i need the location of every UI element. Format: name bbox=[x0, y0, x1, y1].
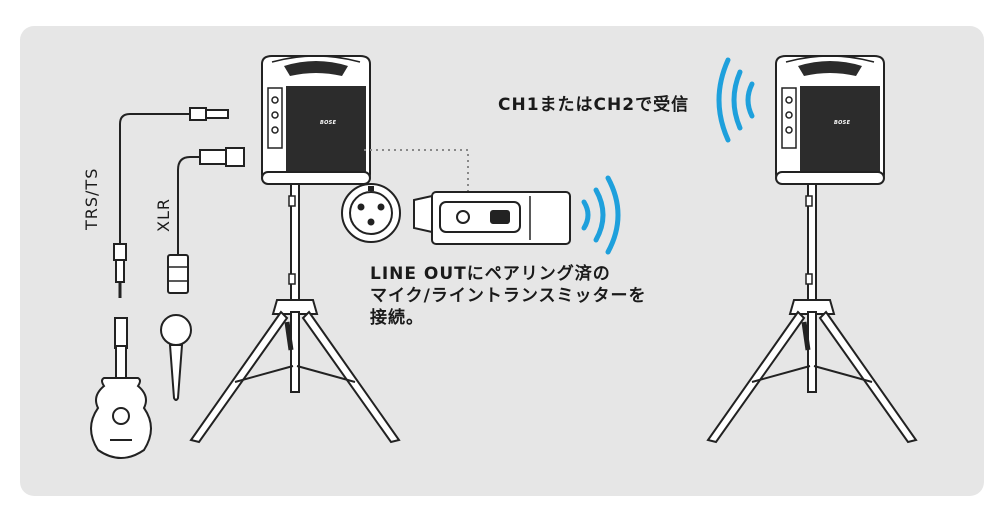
lineout-line-1: LINE OUTにペアリング済の bbox=[370, 264, 611, 284]
lineout-line-2: マイク/ライントランスミッターを bbox=[370, 286, 647, 306]
dotted-connection-line bbox=[364, 149, 469, 192]
microphone-icon bbox=[160, 314, 192, 401]
brand-logo: BOSE bbox=[320, 120, 337, 126]
left-speaker: BOSE bbox=[261, 55, 371, 185]
transmitter-wireless-waves-icon bbox=[581, 175, 621, 255]
receive-channel-label: CH1またはCH2で受信 bbox=[498, 95, 690, 115]
xlr-cable-icon bbox=[167, 147, 245, 294]
lineout-description: LINE OUTにペアリング済の マイク/ライントランスミッターを 接続。 bbox=[370, 263, 647, 329]
guitar-icon bbox=[90, 317, 152, 459]
brand-logo-right: BOSE bbox=[834, 120, 851, 126]
wireless-transmitter-icon bbox=[413, 191, 571, 245]
xlr-cable-label: XLR bbox=[154, 198, 173, 232]
lineout-line-3: 接続。 bbox=[370, 308, 424, 328]
trs-cable-icon bbox=[113, 107, 229, 298]
right-speaker: BOSE bbox=[775, 55, 885, 185]
trs-cable-label: TRS/TS bbox=[82, 167, 101, 230]
right-stand bbox=[708, 182, 916, 442]
xlr-connector-face-icon bbox=[341, 183, 401, 243]
receiver-wireless-waves-icon bbox=[716, 57, 755, 143]
